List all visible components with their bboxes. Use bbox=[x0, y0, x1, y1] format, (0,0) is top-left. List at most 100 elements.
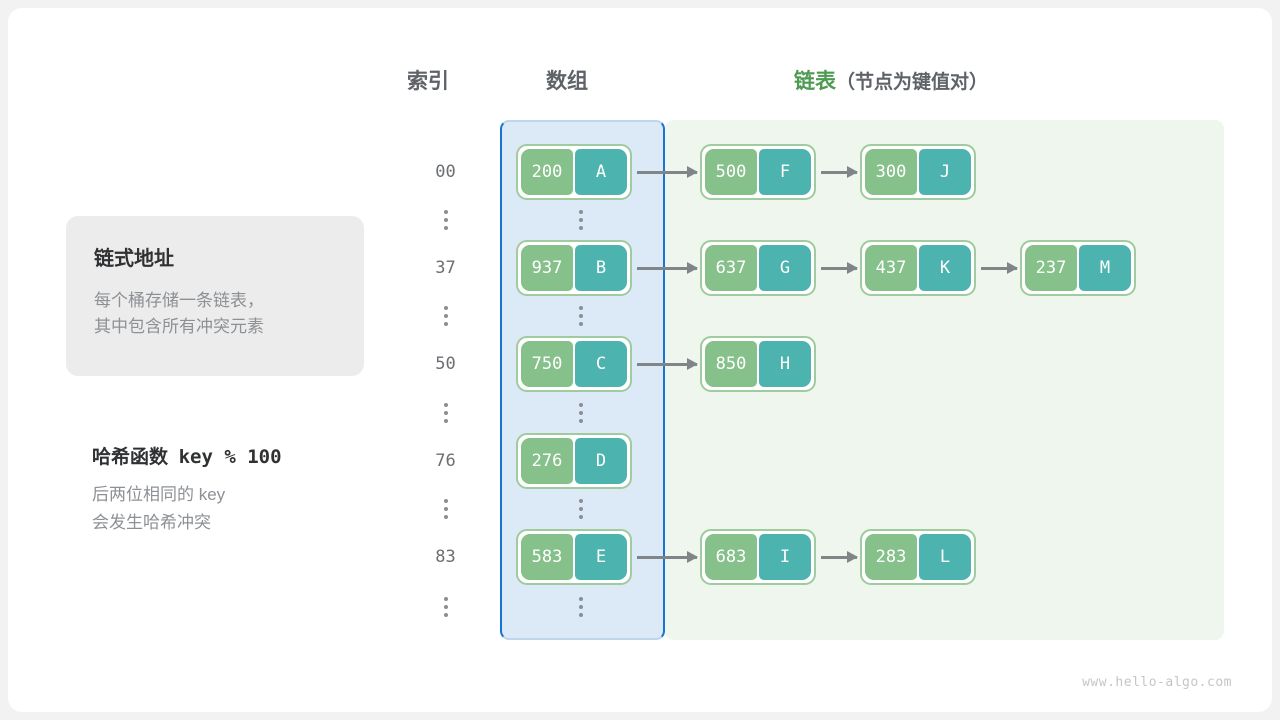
ellipsis-dot bbox=[443, 411, 448, 415]
ellipsis-dot bbox=[578, 597, 583, 601]
ellipsis-dot bbox=[578, 507, 583, 511]
array-ellipsis bbox=[553, 306, 608, 326]
hash-note-line-1: 后两位相同的 key bbox=[92, 485, 226, 504]
chain-arrow-icon bbox=[821, 166, 858, 178]
arrow-head bbox=[1007, 262, 1018, 274]
node-key-cell: 637 bbox=[705, 245, 757, 291]
ellipsis-dot bbox=[443, 597, 448, 601]
node-value-cell: F bbox=[759, 149, 811, 195]
ellipsis-dot bbox=[578, 403, 583, 407]
ellipsis-dot bbox=[578, 515, 583, 519]
node-key-cell: 200 bbox=[521, 149, 573, 195]
ellipsis-dot bbox=[443, 322, 448, 326]
node-key-cell: 276 bbox=[521, 438, 573, 484]
node-value-cell: K bbox=[919, 245, 971, 291]
chain-arrow-icon bbox=[981, 262, 1018, 274]
arrow-head bbox=[687, 358, 698, 370]
chain-arrow-icon bbox=[637, 358, 698, 370]
array-ellipsis bbox=[553, 597, 608, 617]
hash-note-line-2: 会发生哈希冲突 bbox=[92, 512, 211, 532]
arrow-head bbox=[847, 551, 858, 563]
ellipsis-dot bbox=[443, 605, 448, 609]
column-header-linkedlist-note: （节点为键值对） bbox=[836, 72, 989, 93]
index-label: 76 bbox=[435, 451, 456, 471]
ellipsis-dot bbox=[443, 419, 448, 423]
arrow-shaft bbox=[637, 170, 697, 174]
node-value-cell: L bbox=[919, 534, 971, 580]
watermark-url: www.hello-algo.com bbox=[1082, 675, 1232, 690]
info-card-title: 链式地址 bbox=[94, 248, 174, 270]
array-ellipsis-column bbox=[553, 120, 613, 640]
chain-arrow-icon bbox=[821, 551, 858, 563]
arrow-shaft bbox=[821, 266, 857, 270]
array-ellipsis bbox=[553, 403, 608, 423]
ellipsis-dot bbox=[443, 499, 448, 503]
node-key-cell: 683 bbox=[705, 534, 757, 580]
index-ellipsis bbox=[418, 306, 473, 326]
ellipsis-dot bbox=[443, 218, 448, 222]
arrow-head bbox=[687, 166, 698, 178]
array-ellipsis bbox=[553, 210, 608, 230]
node-key-cell: 283 bbox=[865, 534, 917, 580]
ellipsis-dot bbox=[443, 210, 448, 214]
index-label: 50 bbox=[435, 354, 456, 374]
node-key-cell: 300 bbox=[865, 149, 917, 195]
index-label: 37 bbox=[435, 258, 456, 278]
index-label: 83 bbox=[435, 547, 456, 567]
node-key-cell: 237 bbox=[1025, 245, 1077, 291]
arrow-head bbox=[847, 262, 858, 274]
column-header-linkedlist: 链表（节点为键值对） bbox=[794, 65, 988, 95]
node-value-cell: D bbox=[575, 438, 627, 484]
arrow-head bbox=[687, 551, 698, 563]
arrow-shaft bbox=[637, 266, 697, 270]
index-label: 00 bbox=[435, 162, 456, 182]
index-ellipsis bbox=[418, 597, 473, 617]
node-value-cell: A bbox=[575, 149, 627, 195]
chain-arrow-icon bbox=[637, 262, 698, 274]
info-card-line-2: 其中包含所有冲突元素 bbox=[94, 317, 264, 337]
hash-function-note: 哈希函数 key % 100 后两位相同的 key 会发生哈希冲突 bbox=[92, 442, 392, 536]
node-key-cell: 500 bbox=[705, 149, 757, 195]
node-value-cell: E bbox=[575, 534, 627, 580]
column-header-linkedlist-main: 链表 bbox=[794, 70, 836, 93]
node-key-cell: 937 bbox=[521, 245, 573, 291]
ellipsis-dot bbox=[578, 210, 583, 214]
node-key-cell: 850 bbox=[705, 341, 757, 387]
node-value-cell: H bbox=[759, 341, 811, 387]
ellipsis-dot bbox=[578, 226, 583, 230]
arrow-shaft bbox=[821, 170, 857, 174]
node-value-cell: M bbox=[1079, 245, 1131, 291]
ellipsis-dot bbox=[443, 613, 448, 617]
column-header-index: 索引 bbox=[407, 70, 449, 93]
ellipsis-dot bbox=[578, 613, 583, 617]
node-value-cell: B bbox=[575, 245, 627, 291]
index-ellipsis bbox=[418, 210, 473, 230]
node-value-cell: I bbox=[759, 534, 811, 580]
ellipsis-dot bbox=[443, 515, 448, 519]
arrow-head bbox=[847, 166, 858, 178]
ellipsis-dot bbox=[578, 322, 583, 326]
array-ellipsis bbox=[553, 499, 608, 519]
node-value-cell: C bbox=[575, 341, 627, 387]
node-value-cell: J bbox=[919, 149, 971, 195]
chain-arrow-icon bbox=[637, 166, 698, 178]
ellipsis-dot bbox=[578, 605, 583, 609]
ellipsis-dot bbox=[578, 218, 583, 222]
